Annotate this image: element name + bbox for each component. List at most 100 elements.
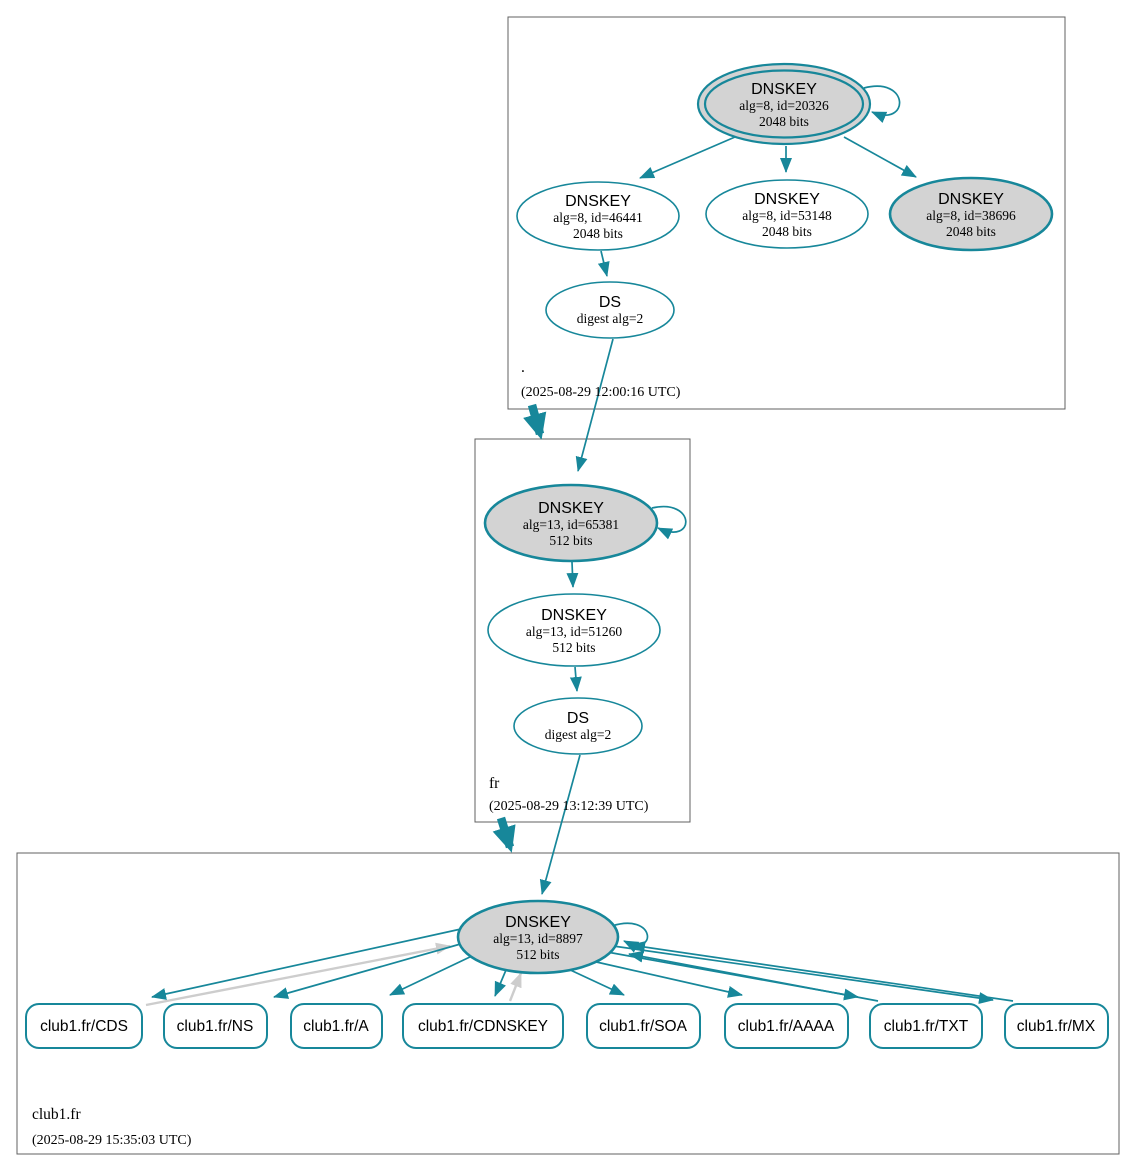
- club1fr-dnskey-bits: 512 bits: [516, 947, 559, 962]
- edge-dnskey-to-ns: [273, 942, 465, 999]
- edge-dnskey-to-mx: [612, 945, 994, 1004]
- rrset-mx-label: club1.fr/MX: [1017, 1018, 1096, 1035]
- rrset-aaaa-box: [724, 1003, 849, 1049]
- edge-root-ksk-to-zsk-46441: [639, 136, 736, 179]
- root-ksk2-alg: alg=8, id=38696: [926, 208, 1016, 223]
- root-zsk2-alg: alg=8, id=53148: [742, 208, 832, 223]
- edge-fr-ksk-to-zsk-51260: [566, 561, 579, 588]
- node-root-zsk-53148: DNSKEY alg=8, id=53148 2048 bits: [705, 179, 869, 249]
- fr-ksk-ellipse: [483, 483, 659, 563]
- root-ksk-ellipse-inner: [703, 69, 865, 139]
- rrset-mx-box: [1004, 1003, 1109, 1049]
- rrset-aaaa: club1.fr/AAAA: [724, 1003, 849, 1049]
- node-root-ksk-20326: DNSKEY alg=8, id=20326 2048 bits: [696, 62, 872, 146]
- rrset-ns-label: club1.fr/NS: [177, 1018, 254, 1035]
- edge-dnskey-to-a: [389, 955, 473, 996]
- root-ds-alg: digest alg=2: [577, 311, 643, 326]
- root-ksk-ellipse-outer: [696, 62, 872, 146]
- edge-dnskey-to-aaaa: [591, 960, 743, 998]
- rrset-a-box: [290, 1003, 383, 1049]
- edge-mx-to-dnskey: [630, 941, 1014, 1002]
- rrset-txt: club1.fr/TXT: [869, 1003, 983, 1049]
- zone-label-root: .: [521, 359, 525, 376]
- node-root-ksk-38696: DNSKEY alg=8, id=38696 2048 bits: [888, 176, 1054, 252]
- root-zsk2-ellipse: [705, 179, 869, 249]
- rrset-soa-label: club1.fr/SOA: [599, 1018, 688, 1035]
- fr-ksk-bits: 512 bits: [549, 533, 592, 548]
- edge-zsk-46441-to-ds: [597, 250, 610, 277]
- zone-label-club1fr: club1.fr: [32, 1106, 81, 1123]
- rrset-aaaa-label: club1.fr/AAAA: [738, 1018, 835, 1035]
- rrset-cdnskey: club1.fr/CDNSKEY: [402, 1003, 564, 1049]
- node-fr-ds: DS digest alg=2: [513, 697, 643, 755]
- rrset-txt-label: club1.fr/TXT: [884, 1018, 969, 1035]
- delegation-arrow-root-to-fr: [523, 403, 547, 440]
- edge-fr-ds-to-club1fr-dnskey: [539, 754, 581, 895]
- edge-root-ksk-to-ksk-38696: [843, 136, 917, 178]
- fr-ds-alg: digest alg=2: [545, 727, 611, 742]
- zone-timestamp-fr: (2025-08-29 13:12:39 UTC): [489, 799, 649, 814]
- rrset-a: club1.fr/A: [290, 1003, 383, 1049]
- fr-ksk-alg: alg=13, id=65381: [523, 517, 619, 532]
- rrset-cds-label: club1.fr/CDS: [40, 1018, 128, 1035]
- zone-timestamp-root: (2025-08-29 12:00:16 UTC): [521, 385, 681, 400]
- fr-ksk-title: DNSKEY: [538, 500, 604, 517]
- edge-cds-to-dnskey-insecure: [145, 942, 451, 1007]
- rrset-row: club1.fr/CDS club1.fr/NS club1.fr/A club…: [25, 1003, 1109, 1049]
- rrset-cds: club1.fr/CDS: [25, 1003, 143, 1049]
- edge-fr-ksk-self-loop: [651, 505, 687, 540]
- root-ds-ellipse: [545, 281, 675, 339]
- rrset-soa-box: [586, 1003, 701, 1049]
- root-ksk2-bits: 2048 bits: [946, 224, 996, 239]
- rrset-cds-box: [25, 1003, 143, 1049]
- root-zsk1-alg: alg=8, id=46441: [553, 210, 642, 225]
- fr-ds-ellipse: [513, 697, 643, 755]
- root-ksk-title: DNSKEY: [751, 81, 817, 98]
- root-zsk1-title: DNSKEY: [565, 193, 631, 210]
- rrset-txt-box: [869, 1003, 983, 1049]
- zone-box-fr: [474, 438, 691, 823]
- edge-root-ksk-self-loop: [863, 85, 901, 123]
- rrset-ns-box: [163, 1003, 268, 1049]
- root-ksk2-title: DNSKEY: [938, 191, 1004, 208]
- zone-box-club1fr: [16, 852, 1120, 1155]
- edge-root-ds-to-fr-ksk: [575, 338, 614, 472]
- root-ksk2-ellipse: [888, 176, 1054, 252]
- root-zsk1-bits: 2048 bits: [573, 226, 623, 241]
- node-root-ds: DS digest alg=2: [545, 281, 675, 339]
- club1fr-dnskey-ellipse: [456, 899, 620, 975]
- rrset-cdnskey-label: club1.fr/CDNSKEY: [418, 1018, 548, 1035]
- rrset-soa: club1.fr/SOA: [586, 1003, 701, 1049]
- edge-dnskey-to-cdnskey: [494, 969, 507, 997]
- edge-dnskey-to-soa: [565, 967, 625, 996]
- root-ksk-alg: alg=8, id=20326: [739, 98, 829, 113]
- edge-cdnskey-to-dnskey-insecure: [508, 972, 523, 1002]
- rrset-mx: club1.fr/MX: [1004, 1003, 1109, 1049]
- fr-zsk-ellipse: [487, 593, 661, 667]
- node-fr-zsk-51260: DNSKEY alg=13, id=51260 512 bits: [487, 593, 661, 667]
- rrset-a-label: club1.fr/A: [303, 1018, 369, 1035]
- root-zsk2-bits: 2048 bits: [762, 224, 812, 239]
- fr-zsk-title: DNSKEY: [541, 607, 607, 624]
- node-fr-ksk-65381: DNSKEY alg=13, id=65381 512 bits: [483, 483, 659, 563]
- edge-fr-zsk-to-ds: [569, 666, 582, 692]
- root-zsk1-ellipse: [516, 181, 680, 251]
- node-root-zsk-46441: DNSKEY alg=8, id=46441 2048 bits: [516, 181, 680, 251]
- delegation-arrow-fr-to-club1fr: [492, 816, 516, 853]
- fr-ds-title: DS: [567, 710, 589, 727]
- zone-box-root: [507, 16, 1066, 410]
- edge-dnskey-to-cds: [151, 928, 462, 1000]
- node-club1fr-dnskey-8897: DNSKEY alg=13, id=8897 512 bits: [456, 899, 620, 975]
- zone-label-fr: fr: [489, 775, 500, 792]
- rrset-ns: club1.fr/NS: [163, 1003, 268, 1049]
- fr-zsk-bits: 512 bits: [552, 640, 595, 655]
- root-ksk-bits: 2048 bits: [759, 114, 809, 129]
- zone-timestamp-club1fr: (2025-08-29 15:35:03 UTC): [32, 1133, 192, 1148]
- club1fr-dnskey-title: DNSKEY: [505, 914, 571, 931]
- club1fr-dnskey-alg: alg=13, id=8897: [493, 931, 583, 946]
- edge-txt-to-dnskey: [628, 950, 879, 1002]
- fr-zsk-alg: alg=13, id=51260: [526, 624, 622, 639]
- rrset-cdnskey-box: [402, 1003, 564, 1049]
